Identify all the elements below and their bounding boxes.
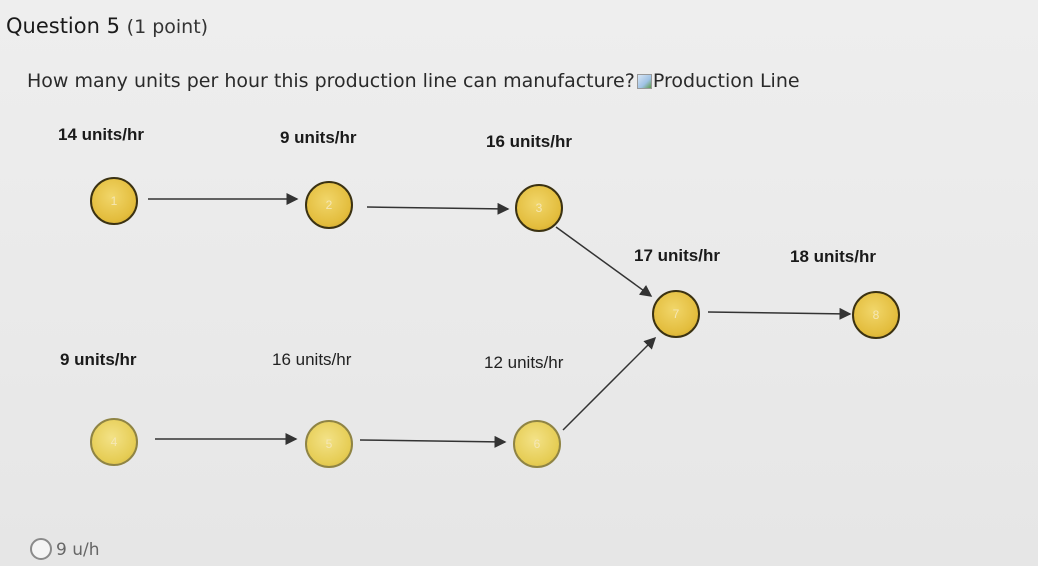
rate-label-node-8: 18 units/hr [790,247,876,266]
station-node-4: 4 [90,418,138,466]
edge-3-7 [555,226,653,297]
answer-option-label: 9 u/h [56,540,100,560]
rate-label-node-2: 9 units/hr [280,128,357,147]
production-line-diagram: 14 units/hr 9 units/hr 16 units/hr 9 uni… [0,110,1038,510]
question-points: (1 point) [126,16,209,38]
image-alt-text: Production Line [652,70,800,92]
rate-label-node-6: 12 units/hr [484,353,564,372]
radio-button[interactable] [30,538,52,560]
rate-label-node-3: 16 units/hr [486,132,572,151]
station-node-1: 1 [90,177,138,225]
diagram-edges [148,193,852,448]
question-title: Question 5 [6,14,120,38]
rate-label-node-1: 14 units/hr [58,125,144,144]
rate-label-node-4: 9 units/hr [60,350,137,369]
station-node-3: 3 [515,184,563,232]
edge-2-3 [366,202,510,215]
question-prompt: How many units per hour this production … [27,70,800,92]
answer-option-1[interactable]: 9 u/h [30,538,100,560]
station-node-6: 6 [513,420,561,468]
station-node-8: 8 [852,291,900,339]
station-node-7: 7 [652,290,700,338]
station-node-2: 2 [305,181,353,229]
rate-label-node-7: 17 units/hr [634,246,720,265]
station-node-5: 5 [305,420,353,468]
edge-5-6 [359,435,507,448]
edge-6-7 [562,336,657,431]
edge-7-8 [707,307,852,320]
question-header: Question 5 (1 point) [6,14,208,38]
rate-label-node-5: 16 units/hr [272,350,352,369]
broken-image-icon [636,74,652,89]
prompt-text: How many units per hour this production … [27,70,635,92]
